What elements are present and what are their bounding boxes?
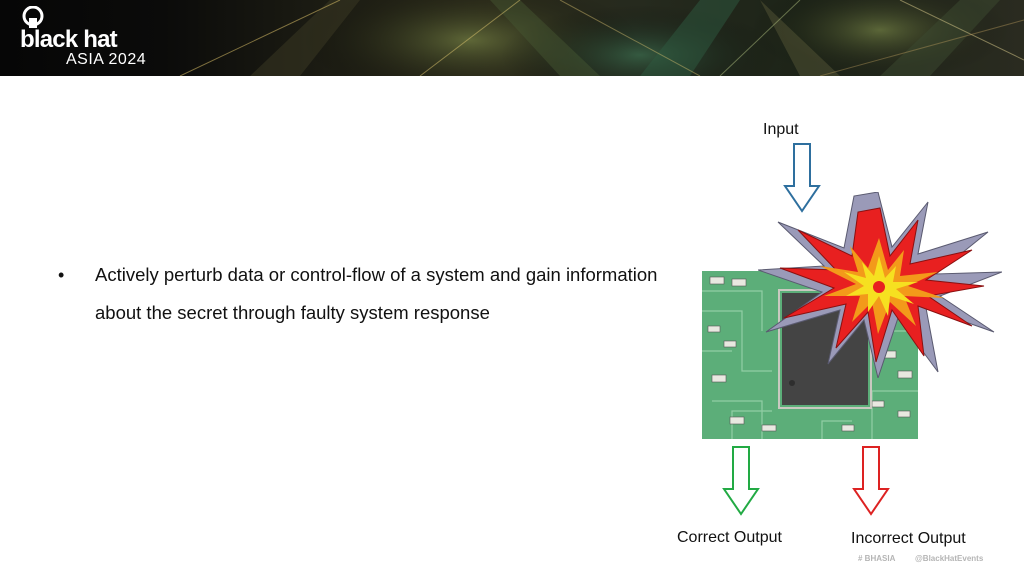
footer-hashtag: # BHASIA xyxy=(858,554,895,563)
input-label: Input xyxy=(763,121,799,139)
header-banner: black hat ASIA 2024 xyxy=(0,0,1024,76)
incorrect-output-arrow-icon xyxy=(852,445,892,517)
hat-icon xyxy=(20,6,46,28)
correct-output-arrow-icon xyxy=(722,445,762,517)
correct-output-label: Correct Output xyxy=(677,529,782,547)
logo-wordmark: black hat xyxy=(20,28,117,52)
incorrect-output-label: Incorrect Output xyxy=(851,530,966,548)
footer-handle: @BlackHatEvents xyxy=(915,554,983,563)
banner-background-art xyxy=(0,0,1024,76)
logo-event-name: ASIA 2024 xyxy=(66,51,146,69)
bullet-marker: • xyxy=(58,256,64,294)
bullet-item: Actively perturb data or control-flow of… xyxy=(95,256,685,332)
fault-burst-icon xyxy=(758,192,1002,378)
